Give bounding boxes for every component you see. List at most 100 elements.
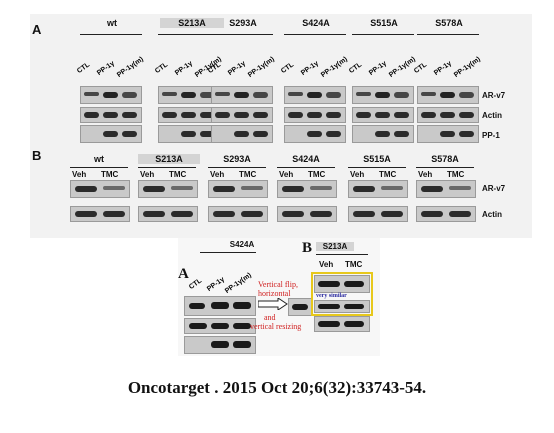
blot-band [394,92,409,98]
comparison-panel: A S424A CTL PP-1γ PP-1γ(m) Vertical flip… [178,238,380,356]
panel-a-lane-label: PP-1γ(m) [246,55,276,79]
arrow-icon [258,298,288,310]
panel-a-blot [80,86,142,104]
panel-a-row-label-arv7: AR-v7 [482,91,506,100]
panel-b-blot [138,180,198,198]
panel-a-lane-label: CTL [279,61,296,75]
panel-a-blot [158,107,220,123]
annotation-line-1: Vertical flip, [258,280,298,289]
blot-band [213,186,235,192]
blot-band [326,131,341,137]
annotation-line-2: horizontal [258,289,291,298]
panel-b-group-line [208,167,266,168]
panel-b-condition-label: Veh [350,170,365,179]
blot-band [241,186,263,190]
panel-a-group-title: S515A [370,18,398,28]
panel-a-group-title: S578A [435,18,463,28]
comparison-right-group-line [316,254,368,255]
panel-a-row-label-actin: Actin [482,111,502,120]
panel-a-lane-label: CTL [347,61,364,75]
blot-band [253,131,268,137]
blot-band [459,92,474,98]
panel-a-group-title: S424A [302,18,330,28]
blot-band [241,211,263,217]
blot-band [288,112,303,118]
blot-band [353,186,375,192]
blot-band [171,186,193,190]
blot-band [103,112,118,118]
comparison-left-group: S424A [229,240,255,249]
panel-a-lane-label: PP-1γ [367,60,388,77]
panel-b-condition-label: Veh [140,170,155,179]
panel-a-lane-label: PP-1γ(m) [319,55,349,79]
panel-a-group-title: S293A [229,18,257,28]
blot-band [103,92,118,98]
panel-a-group-line [417,34,479,35]
panel-a-lane-label: PP-1γ [226,60,247,77]
panel-a-lane-label: PP-1γ(m) [452,55,482,79]
panel-a-lane-label: CTL [153,61,170,75]
comparison-left-blot-3 [184,336,256,354]
panel-b-blot [416,180,476,198]
blot-band [171,211,193,217]
comparison-right-group: S213A [316,242,354,251]
panel-a-letter: A [32,22,42,37]
blot-band [75,211,97,217]
comparison-right-blot-2 [314,300,370,313]
blot-band [282,211,304,217]
blot-band [181,131,196,137]
panel-b-condition-label: Veh [279,170,294,179]
blot-band [181,112,196,118]
panel-a-group-line [158,34,220,35]
blot-band [310,211,332,217]
comparison-lane-ctl: CTL [187,277,204,291]
panel-b-blot [277,206,337,222]
panel-a-group-title: S213A [160,18,224,28]
panel-b-condition-label: Veh [418,170,433,179]
blot-band [381,211,403,217]
blot-band [381,186,403,190]
panel-b-blot [70,206,130,222]
blot-band [143,186,165,192]
panel-a-blot [211,86,273,104]
blot-band [326,112,341,118]
panel-b-group-line [70,167,128,168]
blot-band [200,131,215,137]
panel-b-condition-label: TMC [447,170,465,179]
panel-b-condition-label: Veh [72,170,87,179]
panel-a-lane-label: PP-1γ [299,60,320,77]
panel-b-blot [208,206,268,222]
blot-band [253,92,268,98]
blot-band [375,92,390,98]
similar-note: very similar [316,293,347,299]
panel-b-condition-label: TMC [308,170,326,179]
panel-b-row-label-arv7: AR-v7 [482,184,506,193]
panel-b-condition-label: TMC [101,170,119,179]
panel-b-group-line [348,167,406,168]
blot-band [122,92,137,98]
comparison-left-group-line [200,252,256,253]
blot-band [103,211,125,217]
panel-a-group-line [352,34,414,35]
blot-band [234,112,249,118]
blot-band [234,92,249,98]
panel-b-letter: B [32,148,42,163]
panel-b-group-title: S213A [138,154,200,164]
blot-band [215,112,230,118]
blot-band [181,92,196,98]
panel-a-blot [417,86,479,104]
blot-band [103,186,125,190]
blot-band [84,112,99,118]
comparison-left-letter: A [178,266,189,282]
panel-b-row-label-actin: Actin [482,210,502,219]
panel-b-blot [138,206,198,222]
comparison-right-letter: B [302,240,313,256]
panel-a-group-line [211,34,273,35]
blot-band [84,92,99,96]
panel-a-blot [284,107,346,123]
blot-band [122,131,137,137]
blot-band [200,92,215,98]
blot-band [307,92,322,98]
panel-a-blot [352,107,414,123]
